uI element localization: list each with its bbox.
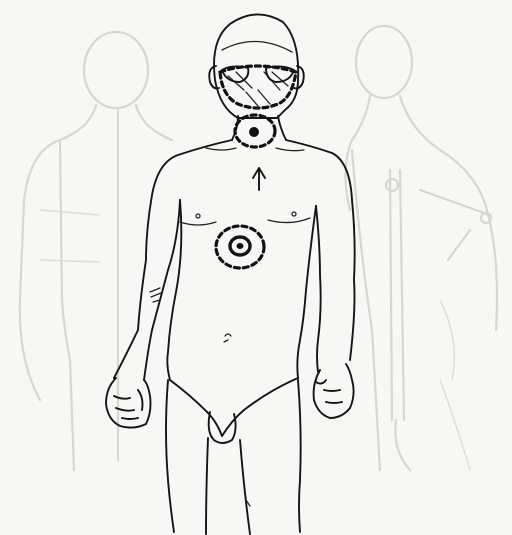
throat-pain-zone (235, 115, 275, 147)
chest-line-left (180, 222, 216, 225)
left-arm-inner (144, 200, 180, 380)
right-hand (314, 364, 354, 418)
right-arm-inner (316, 206, 321, 372)
chest-pain-zone (216, 226, 264, 268)
right-side (297, 206, 316, 378)
right-nipple (292, 212, 296, 216)
background-figure-right (345, 26, 497, 470)
genital-outline (209, 412, 236, 443)
pelvis-outline (170, 378, 298, 436)
navel (224, 334, 231, 342)
right-leg (240, 380, 301, 534)
upward-arrow (253, 168, 265, 190)
background-figure-left (20, 32, 172, 470)
face-pain-zone (220, 66, 296, 108)
main-figure (106, 14, 355, 534)
left-leg (166, 380, 208, 534)
collar-left (206, 148, 236, 150)
left-side (167, 200, 181, 380)
left-nipple (196, 214, 200, 218)
chest-line-right (268, 218, 310, 223)
collar-right (276, 148, 304, 151)
left-hand (106, 378, 151, 428)
left-wrist-marks (150, 288, 161, 302)
hairline (222, 41, 292, 52)
eyeglasses-left (222, 66, 248, 82)
